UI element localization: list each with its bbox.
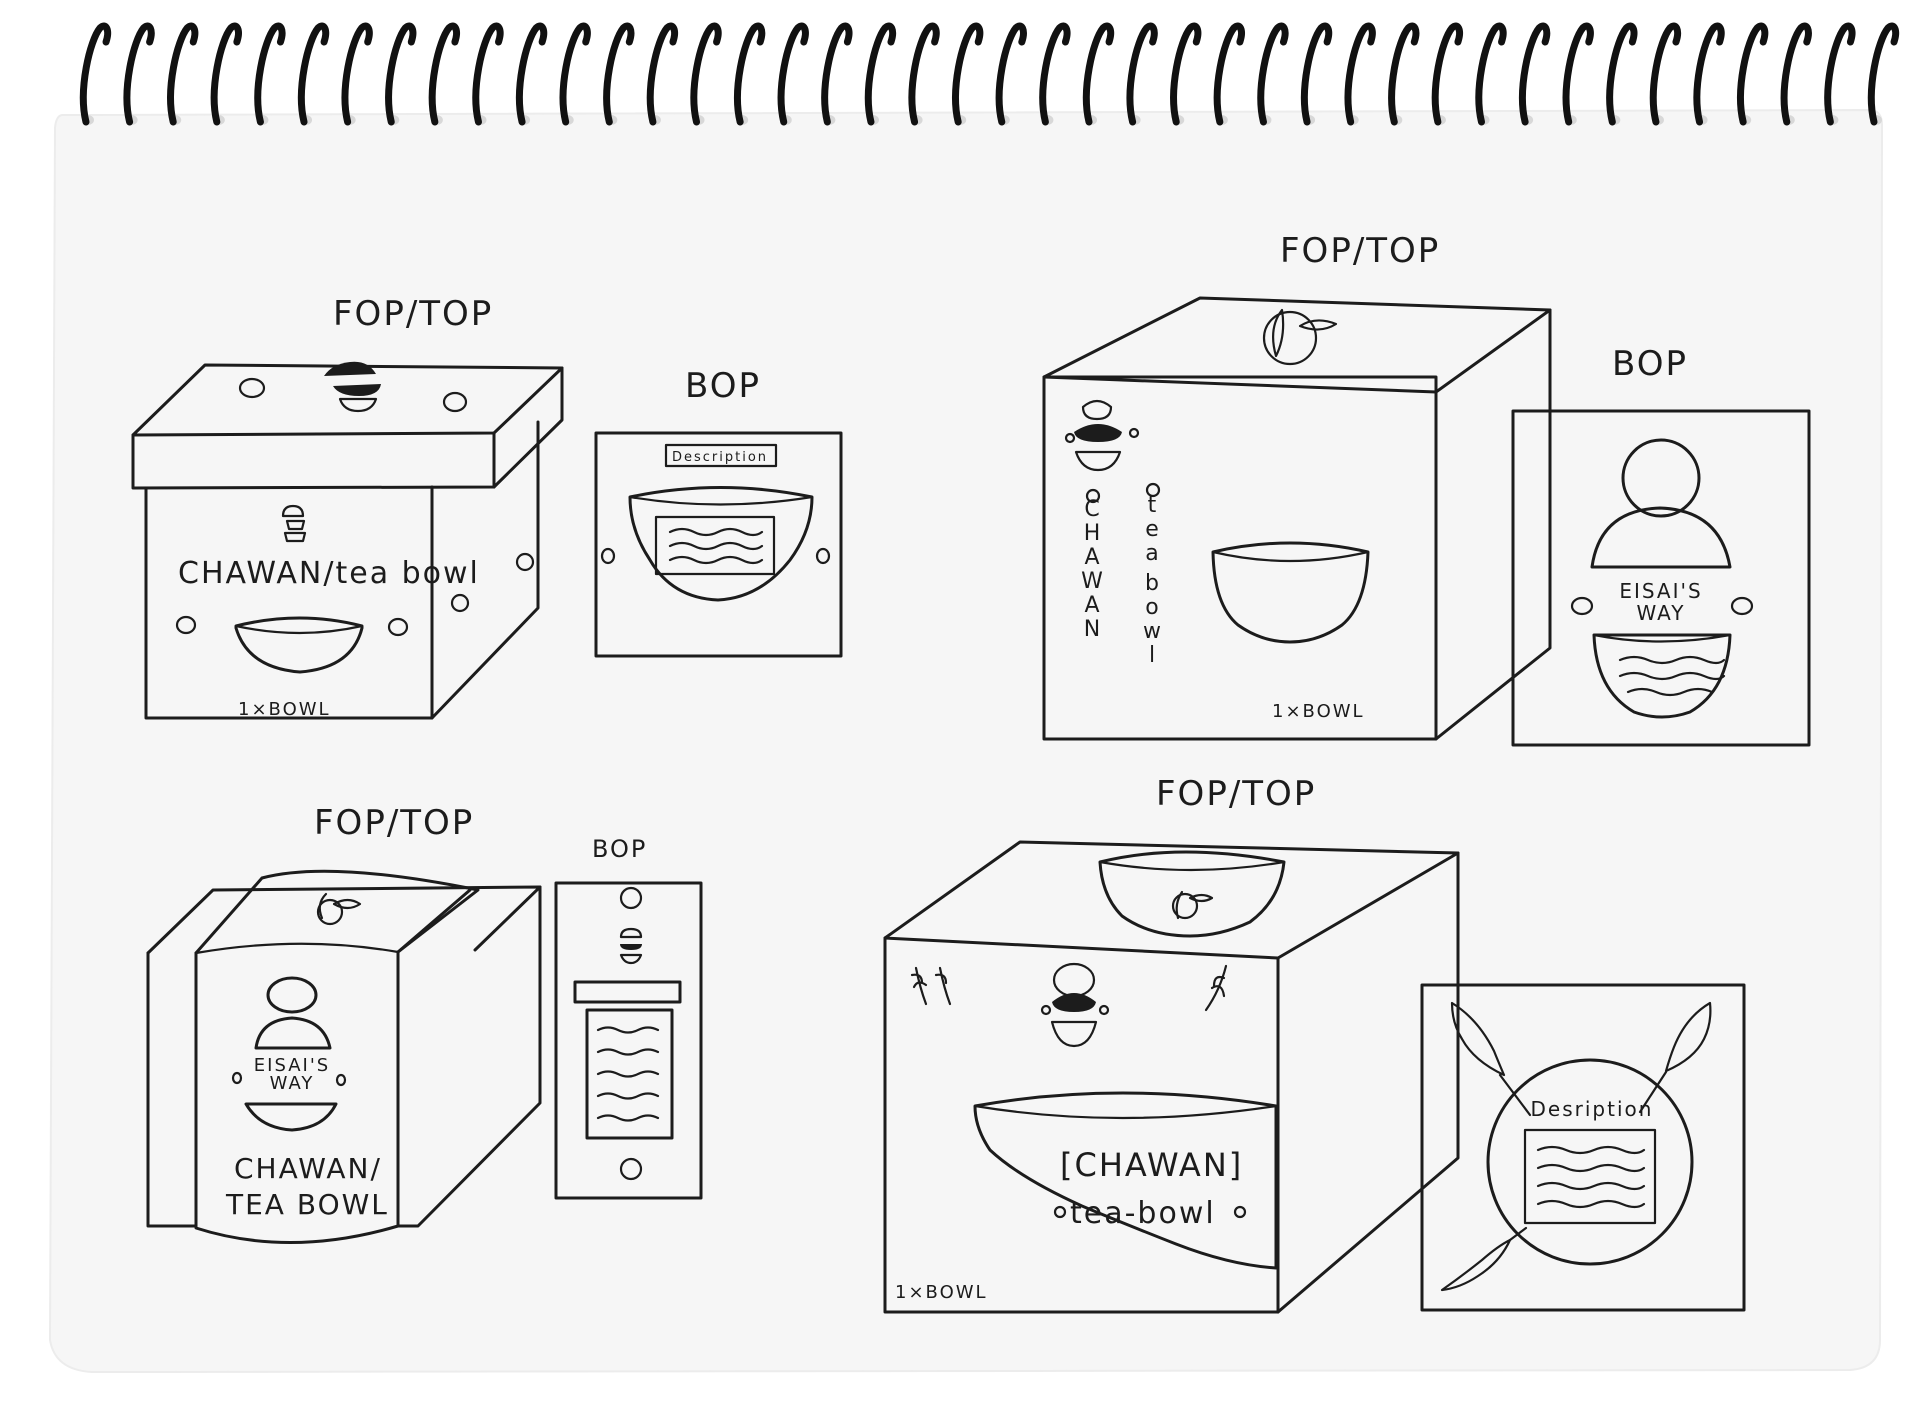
spiral-ring: [516, 22, 548, 126]
spiral-ring: [952, 22, 984, 126]
spiral-ring: [1649, 22, 1682, 126]
fop-label: FOP/TOP: [314, 803, 474, 843]
spiral-ring: [1780, 22, 1812, 126]
bop-description-label: Desription: [1531, 1097, 1654, 1121]
sleeve-brand-line1: EISAI'S: [254, 1055, 330, 1076]
spiral-ring: [908, 22, 940, 126]
spiral-ring: [1475, 22, 1507, 126]
spiral-ring: [1301, 22, 1333, 126]
spiral-ring: [734, 22, 766, 126]
spiral-ring: [646, 22, 679, 126]
bop-label: BOP: [592, 835, 647, 863]
spiral-ring: [1213, 22, 1245, 126]
sleeve-product-line2: TEA BOWL: [225, 1188, 389, 1221]
spiral-ring: [1344, 22, 1376, 126]
front-product-name: CHAWAN/tea bowl: [178, 556, 480, 591]
sketch-box-lid-bop: BOP Description: [594, 366, 843, 658]
sketch-large-box: FOP/TOP [CHAWAN] tea-bowl 1×BOWL: [883, 774, 1460, 1314]
spiral-ring: [1257, 22, 1289, 126]
spiral-ring: [385, 22, 417, 126]
bop-description-label: Description: [672, 450, 768, 465]
bowl-count: 1×BOWL: [1272, 701, 1365, 722]
spiral-ring: [1126, 22, 1158, 126]
spiral-ring: [777, 22, 809, 126]
spiral-ring: [167, 22, 199, 126]
sleeve-product-line1: CHAWAN/: [234, 1152, 382, 1185]
spiral-ring: [1431, 22, 1463, 126]
spiral-ring: [1693, 22, 1725, 126]
bowl-count: 1×BOWL: [238, 699, 331, 720]
sketch-sleeve-box: FOP/TOP EISAI'S WAY CHAWAN/ TEA BOWL: [146, 803, 542, 1244]
spiral-ring: [1867, 22, 1900, 126]
spiral-ring: [210, 22, 242, 126]
bop-brand-line2: WAY: [1636, 601, 1685, 625]
bop-label: BOP: [685, 366, 761, 406]
product-name-line2: tea-bowl: [1070, 1196, 1216, 1231]
spiral-ring: [298, 22, 330, 126]
spiral-ring: [472, 22, 504, 126]
spiral-ring: [1388, 22, 1420, 126]
spiral-ring: [864, 22, 897, 126]
sketch-sleeve-box-bop: BOP: [554, 835, 703, 1200]
spiral-ring: [123, 22, 155, 126]
spiral-ring: [1519, 22, 1551, 126]
spiral-ring: [79, 22, 112, 126]
sketch-box-lid: FOP/TOP CHAWAN/tea bowl 1×BOWL: [131, 294, 564, 720]
spiral-ring: [1082, 22, 1115, 126]
sketch-cube-box-bop: BOP EISAI'S WAY: [1511, 344, 1811, 747]
spiral-ring: [690, 22, 722, 126]
spiral-ring: [428, 22, 460, 126]
spiral-ring: [1170, 22, 1202, 126]
spiral-ring: [821, 22, 853, 126]
spiral-ring: [603, 22, 635, 126]
spiral-ring: [1606, 22, 1638, 126]
fop-label: FOP/TOP: [333, 294, 493, 334]
fop-label: FOP/TOP: [1156, 774, 1316, 814]
spiral-ring: [1824, 22, 1856, 126]
spiral-ring: [341, 22, 373, 126]
spiral-ring: [1562, 22, 1594, 126]
spiral-ring: [254, 22, 286, 126]
fop-label: FOP/TOP: [1280, 231, 1440, 271]
spiral-ring: [1737, 22, 1769, 126]
bowl-count: 1×BOWL: [895, 1282, 988, 1303]
sketch-large-box-bop: Desription: [1420, 983, 1746, 1312]
sleeve-brand-line2: WAY: [270, 1073, 315, 1094]
spiral-ring: [995, 22, 1027, 126]
bop-brand-line1: EISAI'S: [1619, 579, 1702, 603]
spiral-ring: [1039, 22, 1071, 126]
product-name-line1: [CHAWAN]: [1060, 1146, 1243, 1184]
spiral-binding: [79, 22, 1900, 126]
bop-label: BOP: [1612, 344, 1688, 384]
spiral-ring: [559, 22, 591, 126]
